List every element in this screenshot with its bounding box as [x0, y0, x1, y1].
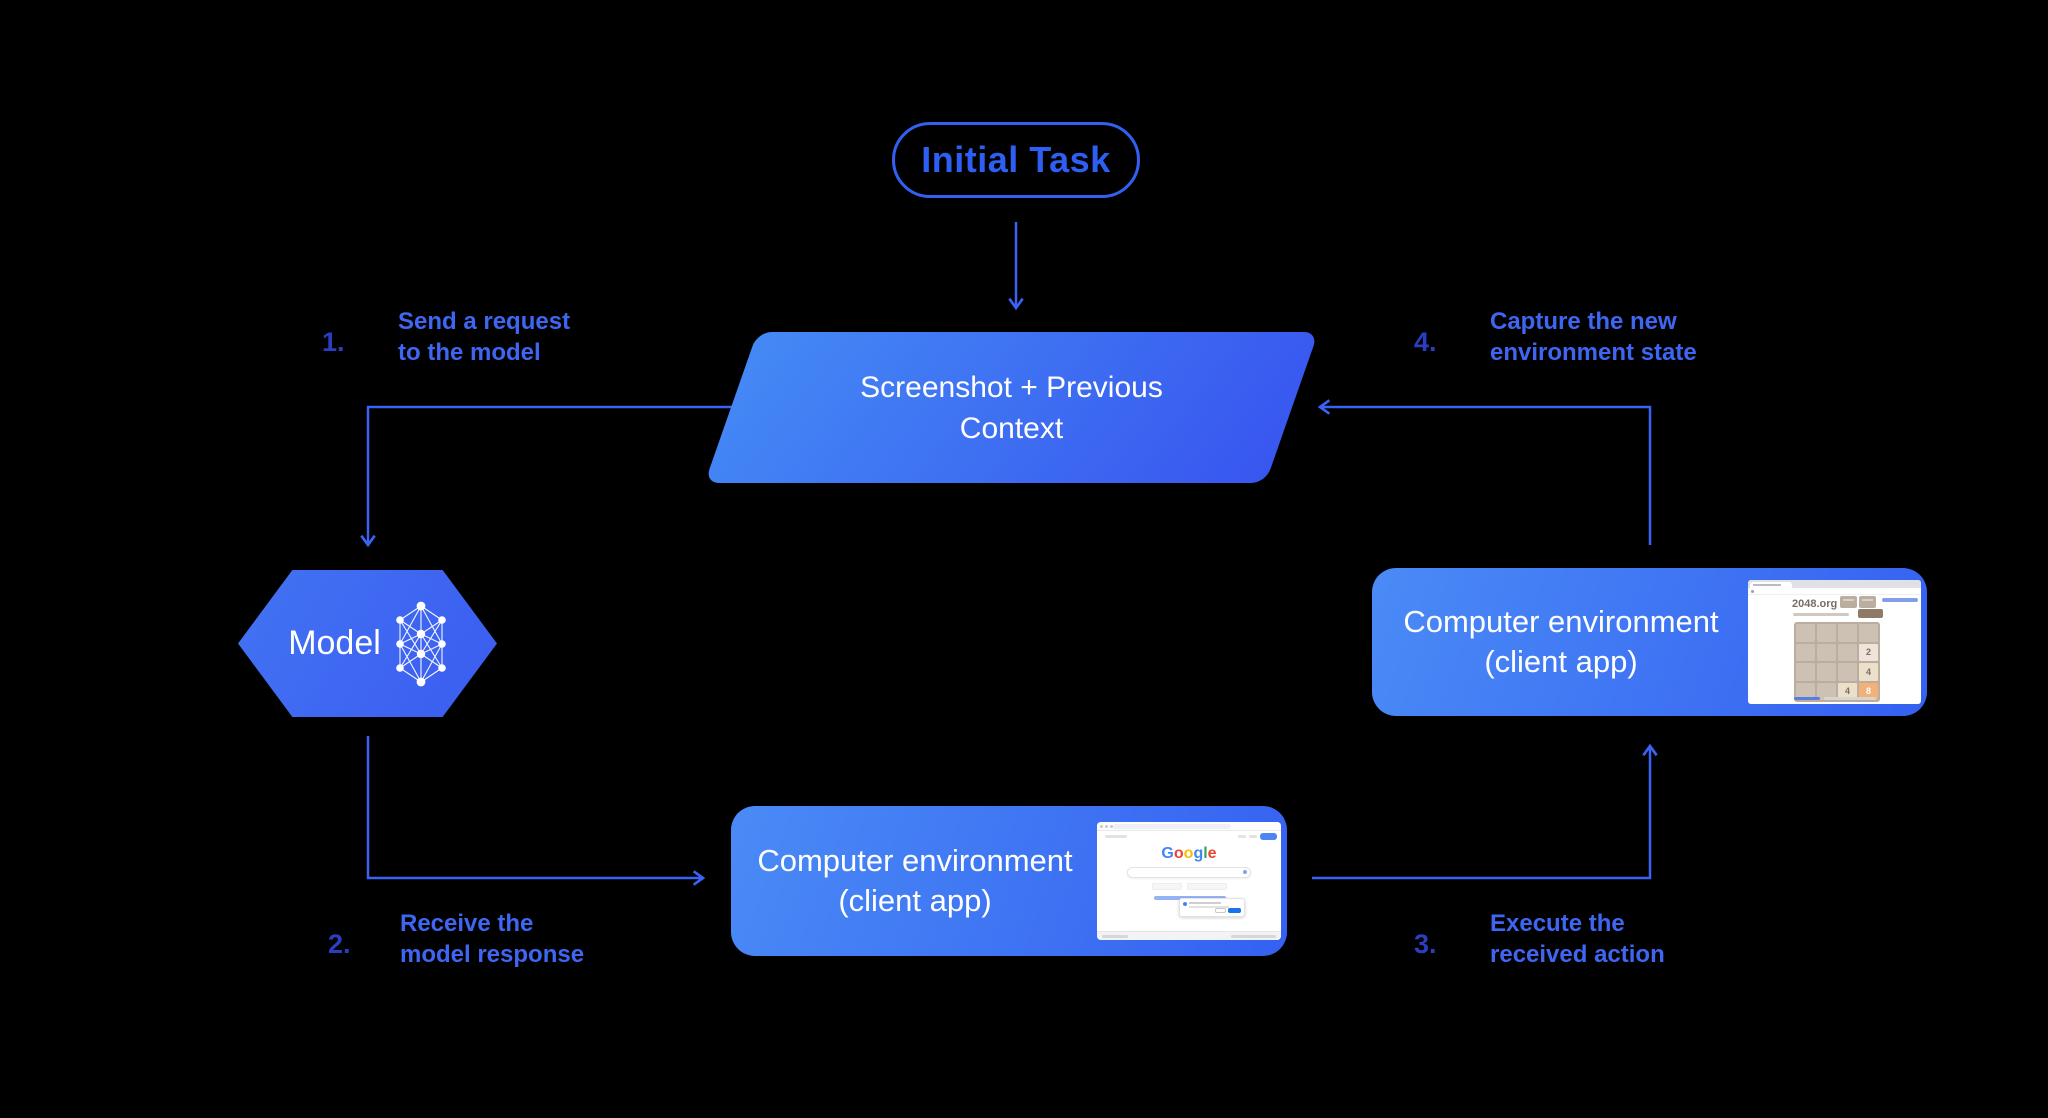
- step-3-label: Execute the received action: [1490, 910, 1665, 968]
- address-bar: [1113, 824, 1231, 829]
- dialog-secondary-button: [1215, 908, 1226, 913]
- initial-task-label: Initial Task: [921, 139, 1111, 180]
- neural-network-icon: [395, 601, 446, 686]
- site-link: [1882, 598, 1918, 602]
- browser-toolbar: [1748, 588, 1921, 595]
- browser-tab: [1750, 582, 1792, 588]
- google-footer: [1097, 931, 1281, 940]
- step-4-number: 4.: [1414, 327, 1437, 357]
- mic-icon: [1243, 870, 1247, 874]
- step-1-label: Send a request to the model: [398, 308, 571, 366]
- step-1-number: 1.: [322, 327, 345, 357]
- browser-tab-bar: [1748, 580, 1921, 588]
- env-right-box: Computer environment (client app) 2048.o…: [1372, 568, 1927, 716]
- browser-topbar: [1097, 822, 1281, 831]
- game-2048-thumbnail: 2048.org 2 4 4 8: [1748, 580, 1921, 704]
- dialog-primary-button: [1228, 908, 1241, 913]
- score-boxes: [1840, 596, 1876, 608]
- dialog-icon: [1183, 902, 1187, 906]
- google-search-thumbnail: Google: [1097, 822, 1281, 940]
- site-title: 2048.org: [1792, 598, 1838, 610]
- connector-model-to-env: [366, 736, 706, 886]
- footer-link: [1794, 697, 1820, 700]
- step-4-label: Capture the new environment state: [1490, 308, 1697, 366]
- game-tile: 2: [1859, 643, 1878, 661]
- step-3-number: 3.: [1414, 929, 1437, 959]
- connector-env-to-env2: [1312, 743, 1658, 880]
- model-hexagon: Model: [238, 570, 497, 717]
- connector-context-to-model: [360, 405, 750, 548]
- feeling-lucky-button: [1186, 883, 1227, 890]
- step-2-label: Receive the model response: [400, 910, 585, 968]
- model-label: Model: [288, 624, 381, 662]
- sign-in-button: [1260, 833, 1277, 840]
- new-game-button: [1858, 609, 1883, 618]
- initial-task-pill: Initial Task: [892, 122, 1140, 198]
- nav-links-right: [1238, 833, 1277, 840]
- nav-links-left: [1105, 835, 1127, 838]
- context-parallelogram: Screenshot + Previous Context: [704, 332, 1319, 483]
- footer-text: [1824, 697, 1876, 700]
- env-right-label: Computer environment (client app): [1403, 604, 1719, 679]
- game-tile: 4: [1838, 682, 1857, 700]
- google-search-buttons: [1097, 883, 1281, 890]
- step-2-number: 2.: [328, 929, 351, 959]
- intro-text: [1793, 613, 1849, 616]
- back-icon: [1751, 590, 1754, 593]
- google-search-button: [1151, 883, 1182, 890]
- game-grid: 2 4 4 8: [1794, 622, 1880, 702]
- cookie-dialog: [1179, 898, 1245, 917]
- game-tile: 4: [1859, 663, 1878, 681]
- context-label: Screenshot + Previous Context: [860, 370, 1163, 445]
- google-search-input: [1127, 867, 1251, 878]
- connector-env2-to-context: [1317, 399, 1652, 545]
- env-bottom-label: Computer environment (client app): [757, 843, 1073, 918]
- game-tile: 8: [1859, 682, 1878, 700]
- google-logo: Google: [1161, 845, 1217, 862]
- window-controls-icon: [1100, 825, 1113, 828]
- env-bottom-box: Computer environment (client app) Google: [731, 806, 1287, 956]
